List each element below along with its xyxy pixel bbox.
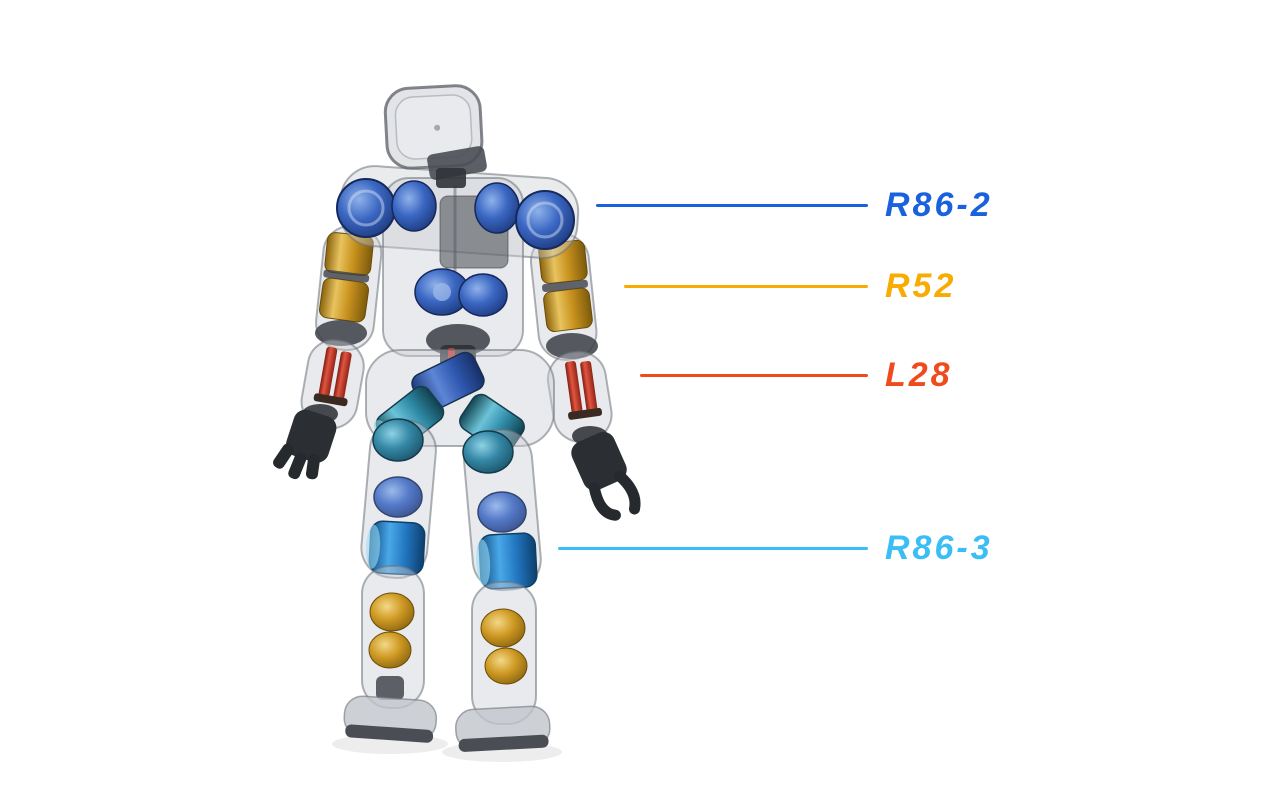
callout-label-r86-3: R86-3 <box>885 529 993 567</box>
callout-l28: L28 <box>640 351 953 399</box>
callout-r86-2: R86-2 <box>596 181 993 229</box>
callout-line-l28 <box>640 373 868 377</box>
callout-label-r52: R52 <box>885 267 957 305</box>
left-elbow-joint <box>315 320 367 346</box>
left-knee-actuator <box>365 520 426 576</box>
left-foot <box>343 695 438 743</box>
shoulder-actuators <box>336 178 575 250</box>
right-foot <box>454 705 551 752</box>
robot-neck <box>427 146 487 188</box>
callout-r86-3: R86-3 <box>558 524 993 572</box>
right-gripper-hand <box>571 432 641 521</box>
left-forearm-linear-actuator <box>313 346 352 407</box>
waist-actuators <box>414 268 508 317</box>
robot-left-leg <box>343 418 438 743</box>
right-forearm-linear-actuator <box>565 360 603 420</box>
callout-label-l28: L28 <box>885 356 953 394</box>
robot-left-arm <box>273 225 383 480</box>
left-upper-arm-gold-actuators <box>318 232 374 323</box>
left-ankle-joint <box>376 676 404 700</box>
robot-right-arm <box>529 232 641 521</box>
right-upper-arm-gold-actuators <box>538 239 593 332</box>
left-hand <box>273 409 337 480</box>
callout-line-r86-3 <box>558 546 868 550</box>
callout-label-r86-2: R86-2 <box>885 186 993 224</box>
right-knee-actuator <box>475 532 538 590</box>
callout-r52: R52 <box>624 262 956 310</box>
left-shin-gold-actuators <box>368 592 415 669</box>
robot-head <box>383 84 484 170</box>
callout-line-r86-2 <box>596 203 868 207</box>
robot-right-leg <box>454 428 551 752</box>
callout-line-r52 <box>624 284 868 288</box>
right-shin-gold-actuators <box>480 608 528 685</box>
